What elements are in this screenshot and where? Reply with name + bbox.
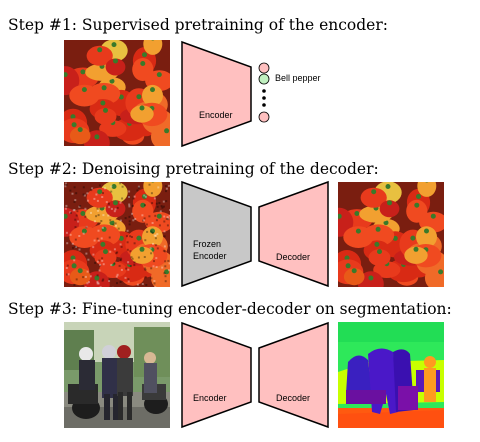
frozen-label-line1: Frozen xyxy=(193,239,222,249)
bell-pepper-label: Bell pepper xyxy=(275,73,321,83)
frozen-label-line2: Encoder xyxy=(193,251,227,261)
encoder-trapezoid xyxy=(181,40,253,148)
segmentation-map xyxy=(338,322,444,428)
frozen-encoder-trapezoid xyxy=(181,180,253,288)
encoder-label-step3: Encoder xyxy=(193,393,227,403)
ellipsis-dots xyxy=(261,88,267,108)
pepper-photo-noisy xyxy=(64,182,170,287)
output-node-pink xyxy=(258,62,270,74)
step-1-title: Step #1: Supervised pretraining of the e… xyxy=(8,16,388,34)
step-3-title: Step #3: Fine-tuning encoder-decoder on … xyxy=(8,300,452,318)
pepper-photo-output xyxy=(338,182,444,287)
decoder-trapezoid xyxy=(258,180,330,288)
decoder-trapezoid-step3 xyxy=(258,321,330,429)
pepper-photo-input xyxy=(64,40,170,146)
decoder-label-step3: Decoder xyxy=(276,393,311,403)
output-node-green xyxy=(258,73,270,85)
step-2-title: Step #2: Denoising pretraining of the de… xyxy=(8,160,379,178)
motorcyclists-photo xyxy=(64,322,170,428)
frozen-encoder-label: Frozen Encoder xyxy=(193,238,227,262)
encoder-trapezoid-step3 xyxy=(181,321,253,429)
encoder-label: Encoder xyxy=(199,110,233,120)
output-node-pink-last xyxy=(258,111,270,123)
decoder-label: Decoder xyxy=(276,252,311,262)
